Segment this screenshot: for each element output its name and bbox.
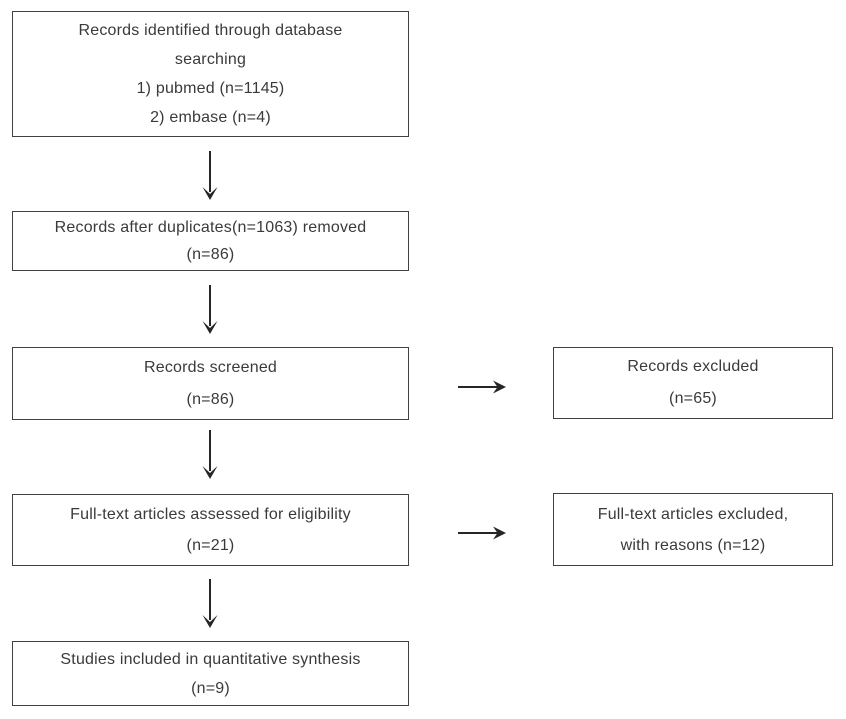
arrow-down-icon	[200, 578, 220, 628]
box-text-line: 2) embase (n=4)	[150, 109, 271, 126]
arrow-down-icon	[200, 429, 220, 479]
arrow-down-icon	[200, 284, 220, 334]
box-text-line: (n=86)	[186, 390, 235, 408]
box-text-line: with reasons (n=12)	[620, 536, 766, 554]
box-text-line: 1) pubmed (n=1145)	[136, 80, 285, 97]
box-text-line: Records after duplicates(n=1063) removed	[54, 219, 367, 236]
arrow-right-icon	[458, 378, 506, 396]
box-text-line: Full-text articles assessed for eligibil…	[70, 506, 351, 523]
box-fulltext-excluded: Full-text articles excluded, with reason…	[553, 493, 833, 566]
box-text-line: Full-text articles excluded,	[597, 505, 789, 523]
box-text-line: (n=21)	[186, 537, 235, 554]
box-records-identified: Records identified through database sear…	[12, 11, 409, 137]
box-records-excluded: Records excluded (n=65)	[553, 347, 833, 419]
box-text-line: Records excluded	[627, 358, 759, 375]
box-text-line: searching	[174, 51, 247, 68]
box-studies-included: Studies included in quantitative synthes…	[12, 641, 409, 706]
box-records-screened: Records screened (n=86)	[12, 347, 409, 420]
box-text-line: (n=86)	[186, 246, 235, 263]
box-text-line: Records identified through database	[78, 22, 343, 39]
box-text-line: (n=9)	[191, 679, 230, 697]
arrow-right-icon	[458, 524, 506, 542]
box-fulltext-assessed: Full-text articles assessed for eligibil…	[12, 494, 409, 566]
box-text-line: Records screened	[143, 358, 278, 376]
box-text-line: (n=65)	[669, 390, 717, 407]
box-records-after-duplicates: Records after duplicates(n=1063) removed…	[12, 211, 409, 271]
arrow-down-icon	[200, 150, 220, 200]
box-text-line: Studies included in quantitative synthes…	[60, 650, 361, 668]
